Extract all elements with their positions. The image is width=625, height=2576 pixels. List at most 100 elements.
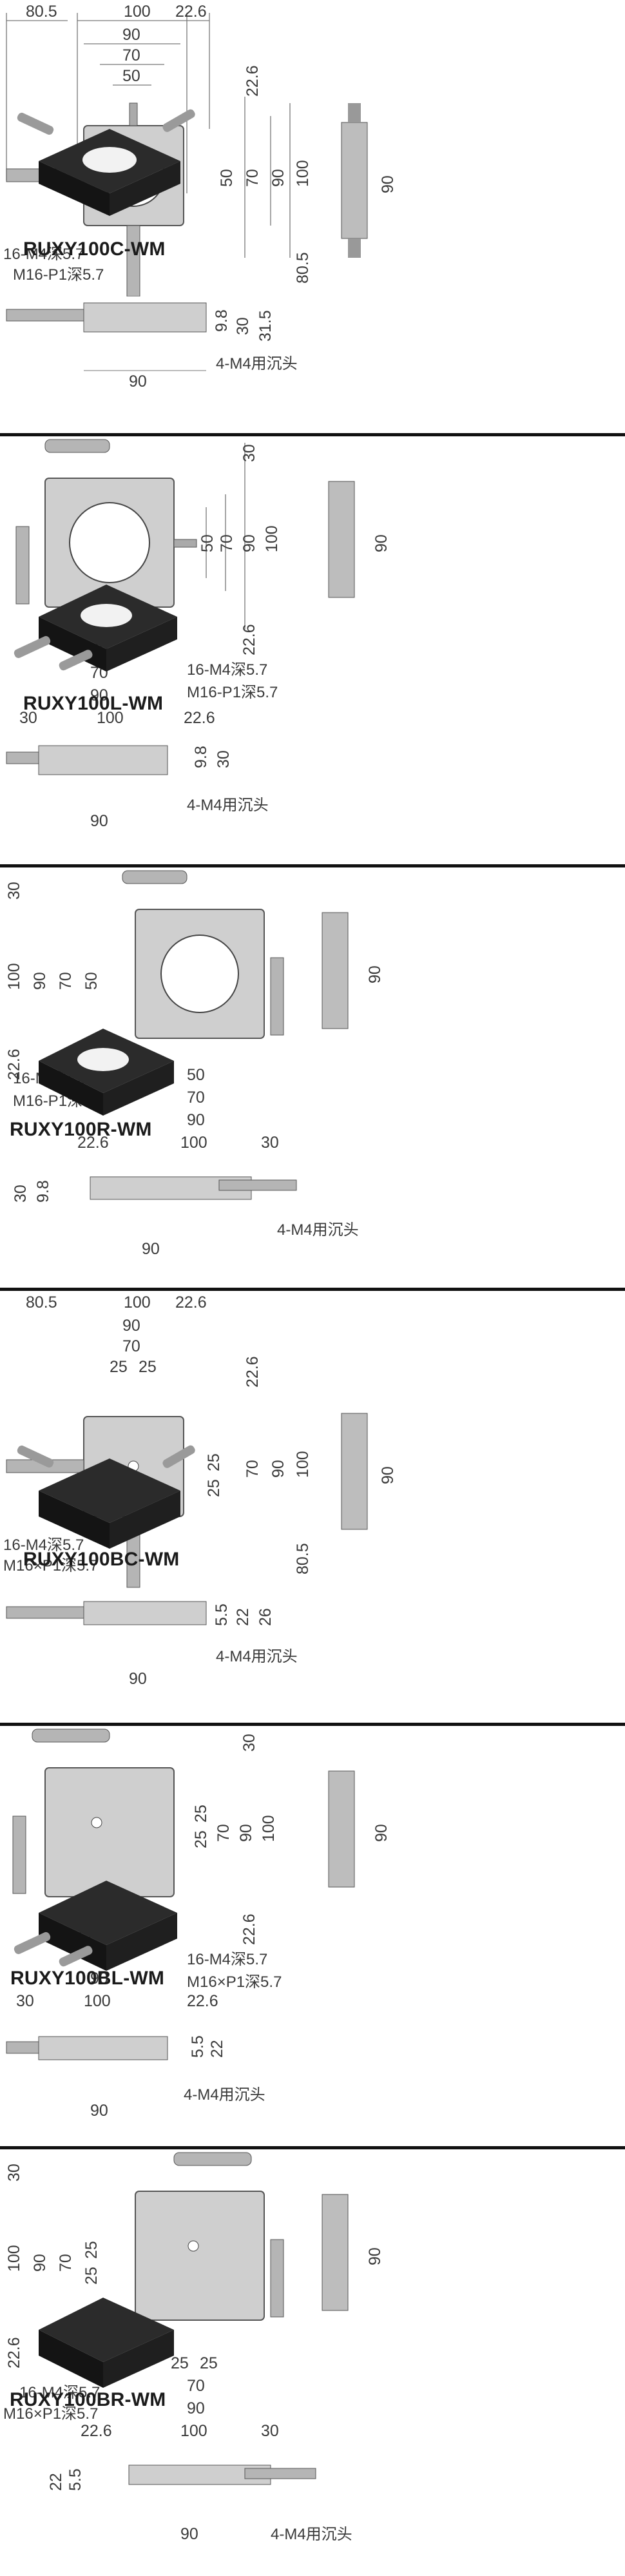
product-photo (14, 585, 177, 672)
spec-note: 16-M4深5.7 (19, 2384, 100, 2401)
dim-text: 22 (47, 2473, 65, 2491)
dim-text: 100 (5, 2245, 23, 2272)
dim-text: 50 (82, 972, 101, 990)
dim-text: 30 (261, 2422, 279, 2440)
dim-text: 90 (90, 812, 108, 830)
divider (0, 2146, 625, 2149)
product-panel-br: RUXY100BR-WM 30 100 90 70 25 25 22.6 90 … (0, 2149, 625, 2576)
dim-text: 100 (97, 709, 124, 727)
dim-text: 80.5 (26, 3, 57, 21)
dim-text: 5.5 (189, 2035, 207, 2058)
dim-text: 90 (90, 2102, 108, 2120)
dim-text: 25 (110, 1358, 128, 1376)
dim-text: 25 (139, 1358, 157, 1376)
dim-text: 100 (294, 160, 312, 187)
product-panel-l: RUXY100L-WM 30 50 70 90 100 22.6 90 50 7… (0, 436, 625, 864)
product-panel-c: RUXY100C-WM 80.5 100 22.6 90 70 50 22.6 … (0, 0, 625, 433)
dim-text: 25 (192, 1805, 210, 1823)
dim-text: 22.6 (244, 65, 262, 97)
product-panel-r: RUXY100R-WM 30 100 90 70 50 22.6 90 50 7… (0, 867, 625, 1288)
dim-text: 31.5 (256, 310, 274, 342)
dim-text: 90 (90, 686, 108, 704)
product-panel-bc: RUXY100BC-WM 80.5 100 22.6 90 70 25 25 2… (0, 1291, 625, 1723)
dim-text: 22.6 (175, 3, 207, 21)
dim-text: 70 (122, 1337, 140, 1355)
dim-text: 25 (200, 2354, 218, 2372)
divider (0, 1288, 625, 1291)
dim-text: 25 (192, 1830, 210, 1848)
model-label: RUXY100L-WM (23, 693, 164, 714)
dim-text: 90 (129, 1670, 147, 1688)
spec-note: 16-M4深5.7 (187, 1951, 267, 1968)
dim-text: 22.6 (175, 1293, 207, 1312)
divider (0, 864, 625, 867)
dim-text: 22.6 (187, 1992, 218, 2010)
dim-text: 30 (16, 1992, 34, 2010)
dim-text: 50 (187, 1066, 205, 1084)
mount-note: 4-M4用沉头 (277, 1221, 359, 1239)
dim-text: 30 (240, 444, 258, 462)
dim-text: 22 (208, 2040, 226, 2058)
product-photo (39, 1029, 174, 1116)
dim-text: 70 (57, 972, 75, 990)
side-view-drawing: 90 9.8 30 31.5 4-M4用沉头 (6, 302, 298, 391)
dim-text: 22.6 (81, 2422, 112, 2440)
top-view-drawing: 30 100 90 70 25 25 22.6 90 25 25 70 90 1… (3, 2152, 384, 2440)
dim-text: 22.6 (77, 1134, 109, 1152)
dim-text: 90 (187, 1111, 205, 1129)
dim-text: 100 (294, 1451, 312, 1478)
spec-note: 16-M4深5.7 (3, 1536, 84, 1554)
dim-text: 90 (269, 169, 287, 187)
dim-text: 9.8 (192, 746, 210, 768)
product-photo (17, 109, 195, 216)
dim-text: 70 (122, 46, 140, 64)
dim-text: 25 (205, 1453, 223, 1471)
divider (0, 433, 625, 436)
dim-text: 70 (244, 169, 262, 187)
spec-note: 16-M4深5.7 (187, 661, 267, 679)
dim-text: 90 (90, 1970, 108, 1988)
dim-text: 100 (124, 1293, 151, 1312)
mount-note: 4-M4用沉头 (187, 797, 269, 814)
top-view-drawing: 30 25 25 70 90 100 22.6 90 25 25 70 90 1… (12, 1729, 390, 2010)
dim-text: 80.5 (294, 1543, 312, 1574)
dim-text: 90 (379, 1466, 397, 1484)
dim-text: 80.5 (26, 1293, 57, 1312)
dim-text: 100 (180, 1134, 207, 1152)
dim-text: 22.6 (5, 2337, 23, 2368)
dim-text: 90 (237, 1824, 255, 1842)
mount-note: 4-M4用沉头 (271, 2526, 352, 2543)
spec-note: M16×P1深5.7 (3, 2405, 98, 2423)
dim-text: 90 (122, 26, 140, 44)
dim-text: 90 (180, 2525, 198, 2543)
dim-text: 70 (218, 534, 236, 552)
dim-text: 50 (218, 169, 236, 187)
dim-text: 90 (31, 2254, 49, 2272)
dim-text: 90 (269, 1460, 287, 1478)
dim-text: 50 (122, 67, 140, 85)
dim-text: 90 (187, 2399, 205, 2417)
dim-text: 9.8 (34, 1180, 52, 1203)
spec-note: M16-P1深5.7 (13, 266, 104, 284)
dim-text: 70 (187, 2377, 205, 2395)
side-view-drawing: 90 5.5 22 26 4-M4用沉头 (6, 1601, 298, 1688)
dim-text: 30 (5, 2164, 23, 2182)
mount-note: 4-M4用沉头 (216, 355, 298, 373)
dim-text: 25 (171, 2354, 189, 2372)
dim-text: 90 (142, 1240, 160, 1258)
dim-text: 70 (187, 1089, 205, 1107)
model-label: RUXY100BL-WM (10, 1968, 165, 1989)
model-label: RUXY100BR-WM (10, 2389, 166, 2410)
dim-text: 22.6 (184, 709, 215, 727)
dim-text: 9.8 (213, 309, 231, 332)
side-view-drawing: 90 9.8 30 4-M4用沉头 (6, 745, 269, 830)
dim-text: 100 (124, 3, 151, 21)
dim-text: 100 (260, 1815, 278, 1842)
dim-text: 80.5 (294, 252, 312, 284)
spec-note: M16×P1深5.7 (187, 1973, 282, 1991)
dim-text: 100 (263, 525, 281, 552)
mount-note: 4-M4用沉头 (216, 1648, 298, 1665)
dim-text: 100 (180, 2422, 207, 2440)
dim-text: 22.6 (240, 1913, 258, 1945)
dim-text: 30 (215, 750, 233, 768)
